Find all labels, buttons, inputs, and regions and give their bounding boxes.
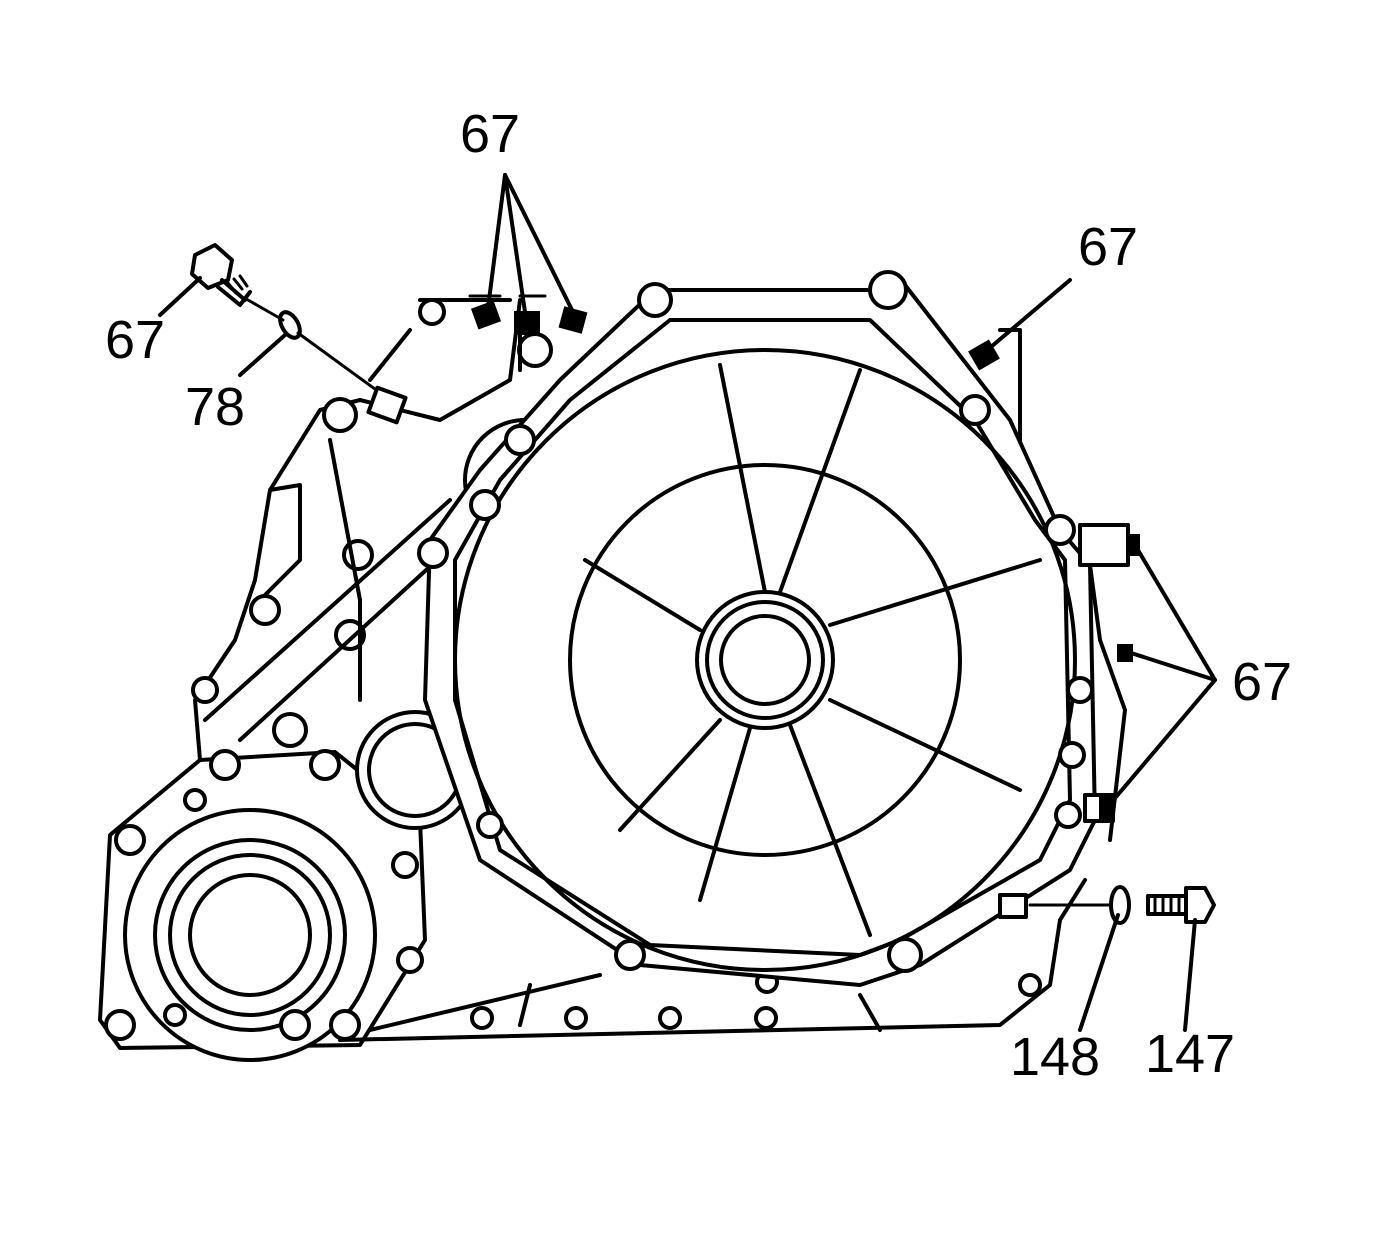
- washer-lower-right: [1109, 885, 1131, 925]
- bellhousing: [417, 270, 1127, 987]
- top-bolts: [468, 294, 588, 335]
- loose-bolt-upper-left: [190, 243, 252, 307]
- loose-bolt-lower-right: [1146, 886, 1216, 924]
- bolt-boss-upper-left: [366, 385, 408, 425]
- callout-bottom-bolt: 147: [1145, 1024, 1235, 1084]
- washer-upper-left: [278, 310, 302, 340]
- callout-top-bolts: 67: [460, 104, 520, 164]
- bolt-boss-lower-right: [998, 893, 1028, 919]
- leader-lines: [158, 173, 1217, 1032]
- callout-right-side-bolts: 67: [1232, 652, 1292, 712]
- callout-left-washer: 78: [185, 377, 245, 437]
- alignment-line-upper-left: [246, 298, 392, 402]
- left-housing: [98, 749, 427, 1062]
- callout-left-bolt: 67: [105, 310, 165, 370]
- callout-right-top-bolt: 67: [1078, 217, 1138, 277]
- callout-bottom-washer: 148: [1010, 1027, 1100, 1087]
- right-side-bolts: [1078, 523, 1140, 823]
